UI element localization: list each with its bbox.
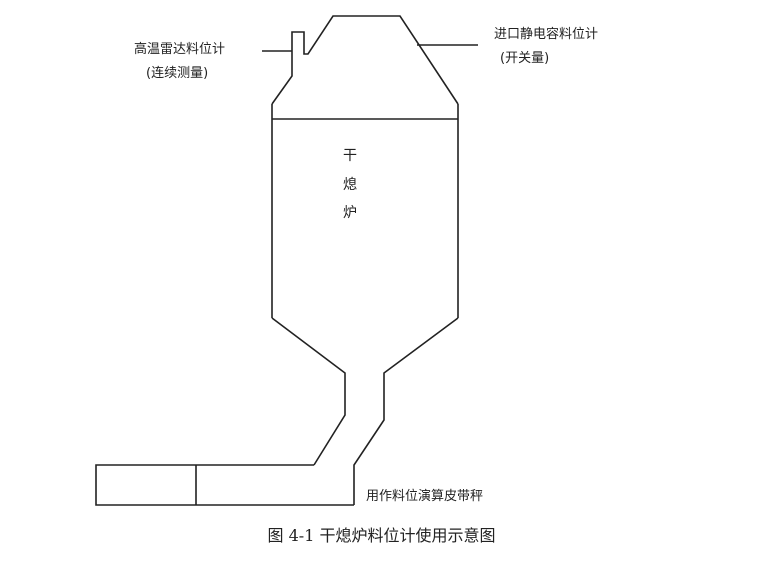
furnace-label-char-1: 干 [343,148,357,164]
belt-scale-label: 用作料位演算皮带秤 [366,489,484,504]
furnace-left-bottom-cone [271,317,346,466]
capacitive-gauge-note: (开关量) [500,51,550,66]
furnace-top-cone [271,15,459,105]
belt-scale-outline [95,464,354,506]
furnace-label-char-3: 炉 [343,205,357,221]
radar-gauge-note: (连续测量) [146,66,209,81]
figure-caption: 图 4-1 干熄炉料位计使用示意图 [267,526,496,545]
radar-gauge-label: 高温雷达料位计 [134,42,226,57]
capacitive-gauge-label: 进口静电容料位计 [494,27,599,42]
furnace-label-char-2: 熄 [343,177,357,193]
furnace-right-bottom-cone [353,317,459,505]
